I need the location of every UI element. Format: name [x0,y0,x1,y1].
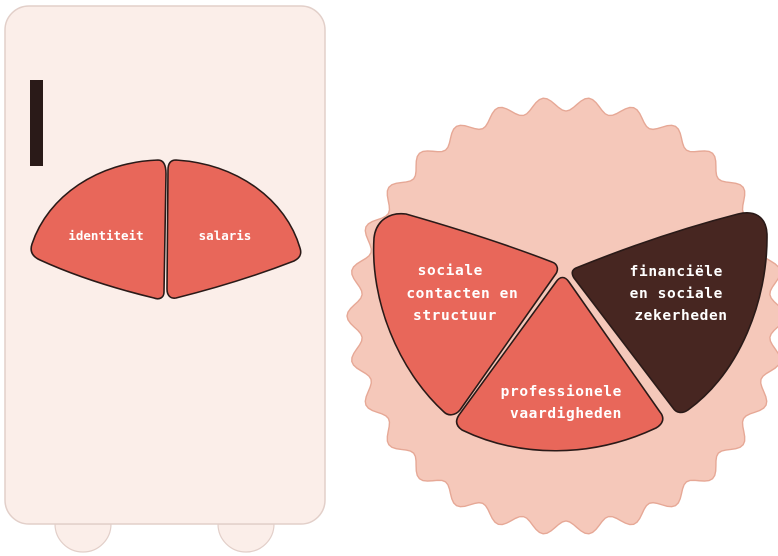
segment-label-financiele-zekerheden: financiële en sociale zekerheden [630,264,733,324]
segment-label-professionele-vaardigheden: professionele vaardigheden [501,384,632,422]
fridge-foot-right [217,523,275,553]
segment-label-identiteit: identiteit [68,228,143,243]
segment-label-salaris: salaris [199,228,252,243]
fridge-foot-left [54,523,112,553]
left-segments: identiteit salaris [30,159,302,300]
right-segments: sociale contacten en structuur financiël… [372,212,768,452]
segment-identiteit [30,159,167,300]
segment-sociale-contacten [372,212,559,416]
segment-salaris [166,159,302,299]
fridge-handle [30,80,43,166]
segment-label-sociale-contacten: sociale contacten en structuur [406,263,527,324]
segment-professionele-vaardigheden [455,276,664,452]
segment-financiele-zekerheden [571,212,768,414]
